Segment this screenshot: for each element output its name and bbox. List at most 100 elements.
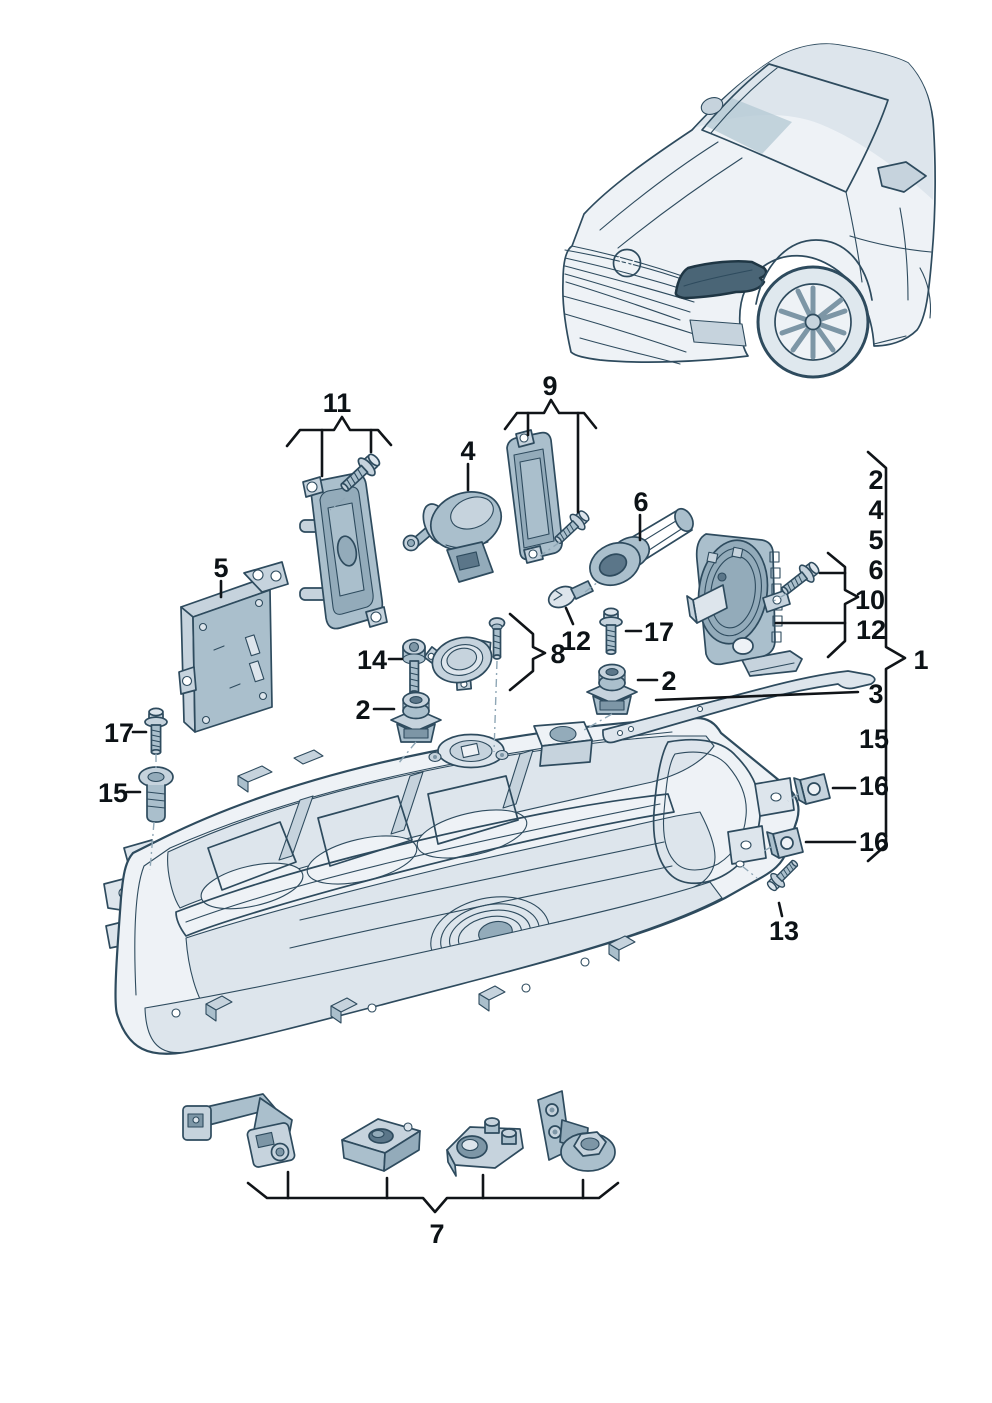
part-12-bulb [547, 580, 594, 609]
car-door-line-2 [899, 207, 909, 301]
callout-9: 9 [542, 371, 557, 401]
car-hood-crease-1 [599, 141, 719, 231]
car-a-pillar [710, 67, 778, 134]
part-16-clip-upper [793, 773, 831, 805]
headlight-assembly [103, 716, 800, 1055]
car-windshield [701, 63, 889, 193]
module-hole [732, 637, 754, 655]
car-hood-crease-2 [617, 157, 743, 249]
reflector-panel-hatched [427, 775, 519, 845]
lens-strut [390, 771, 424, 835]
car-character-line [849, 235, 932, 253]
car-hub-cap [804, 313, 822, 331]
rear-housing-inner [662, 751, 747, 871]
car-wheel-arch [755, 239, 873, 305]
car-mirror [877, 161, 927, 193]
callout-list-15: 15 [859, 724, 889, 754]
reflector-panel-hatched [207, 821, 297, 891]
callout-6: 6 [633, 487, 648, 517]
car-fog-inlet [689, 319, 747, 347]
part-8-round-cap [423, 636, 493, 691]
vehicle-inset [561, 43, 936, 379]
top-wedge [293, 749, 324, 765]
rear-housing-rim [652, 738, 762, 885]
part-2-clip-nut-right [586, 663, 638, 715]
part-7a-repair-bracket-arm [182, 1093, 296, 1168]
callout-list-2: 2 [868, 465, 883, 495]
car-rocker [873, 335, 907, 345]
bottom-flange [144, 881, 723, 1054]
part-8-screw [488, 617, 506, 660]
lens-striation [299, 841, 665, 921]
bulb-base [570, 580, 594, 600]
callout-list-6: 6 [868, 555, 883, 585]
part-7b-pad [341, 1118, 421, 1172]
part-7c-bracket [446, 1117, 524, 1177]
callout-2-left: 2 [355, 695, 370, 725]
part-5-control-unit [178, 561, 289, 733]
screw-for-module-10 [776, 557, 824, 601]
lens-strut [278, 795, 314, 861]
car-headlight-inner-line [683, 269, 753, 287]
part-17-screw-left [144, 707, 168, 756]
part-16-clip-lower [766, 827, 804, 859]
leader-lines [149, 497, 799, 879]
callout-list-12: 12 [856, 615, 886, 645]
callout-4: 4 [460, 436, 475, 466]
part-10-led-module [686, 533, 791, 666]
callout-10: 10 [855, 585, 885, 615]
reflector-panel-hatched [317, 795, 413, 867]
car-headlight-highlighted [674, 260, 768, 300]
part-6-bulb-holder [589, 507, 694, 587]
part-4-adjuster-motor [402, 491, 503, 583]
part-7d-nut-bracket [537, 1090, 616, 1172]
vw-emblem [612, 248, 642, 278]
windshield-highlight [706, 98, 792, 154]
callout-16-upper: 16 [859, 771, 889, 801]
car-grille-slat [564, 249, 691, 283]
part-14-screw [402, 638, 426, 696]
car-rear-arch [919, 267, 932, 319]
callout-list-5: 5 [868, 525, 883, 555]
car-bumper-line-1 [562, 295, 695, 335]
cover-slot [336, 535, 358, 567]
part-2-clip-nut-left [390, 691, 442, 743]
vw-emblem-glyph [618, 256, 636, 273]
flange-clip-wedges [205, 935, 636, 1024]
screw13-hole [735, 860, 745, 868]
callout-14: 14 [357, 645, 387, 675]
car-grille-slat [564, 273, 691, 313]
part-15-shoulder-screw [138, 766, 174, 823]
callout-5: 5 [213, 553, 228, 583]
callout-12-bulb: 12 [561, 626, 591, 656]
drl-accent-line [185, 803, 661, 923]
car-bumper-line-2 [564, 313, 687, 353]
car-lower-lip [579, 337, 681, 365]
part-17-screw-right [599, 607, 623, 656]
callout-13: 13 [769, 916, 799, 946]
callout-2-right: 2 [661, 666, 676, 696]
callout-list-4: 4 [868, 495, 883, 525]
car-door-line [845, 191, 863, 283]
car-roof-shade [695, 44, 934, 200]
callout-lines [125, 398, 907, 1214]
callout-16-lower: 16 [859, 827, 889, 857]
top-rect-mount [533, 721, 593, 767]
car-grille-slat [565, 281, 681, 321]
callout-1: 1 [913, 645, 928, 675]
callout-11: 11 [323, 388, 352, 418]
part-11-cover-plate [299, 472, 388, 630]
callout-labels: 11 9 4 6 5 14 8 12 17 2 2 17 15 2 4 5 6 … [98, 371, 929, 1249]
callout-3: 3 [868, 679, 883, 709]
callout-7: 7 [429, 1219, 444, 1249]
callout-17-left: 17 [104, 718, 134, 748]
callout-8: 8 [550, 639, 565, 669]
part-9-cover-plate [506, 429, 563, 564]
top-round-boss [428, 733, 509, 769]
car-far-mirror [700, 97, 724, 115]
callout-17-right: 17 [644, 617, 674, 647]
drl-lightguide [175, 793, 675, 937]
mount-ear [243, 561, 289, 593]
